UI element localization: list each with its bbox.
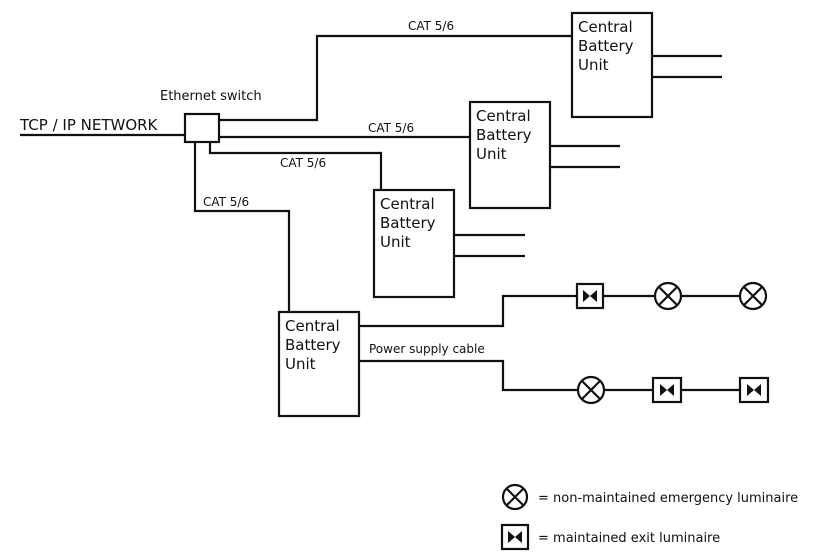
cat-cable-3 [208, 142, 383, 190]
central-battery-unit-3: Central Battery Unit [372, 188, 456, 299]
cbu-2-line-2: Battery [476, 126, 532, 144]
maintained-exit-legend-icon [500, 523, 530, 551]
switch-label: Ethernet switch [160, 89, 262, 104]
legend: = non-maintained emergency luminaire = m… [500, 483, 798, 551]
power-cable-2 [359, 359, 578, 392]
cbu-2-line-3: Unit [476, 145, 507, 163]
maintained-exit-luminaire-icon [651, 376, 683, 404]
ethernet-switch [183, 112, 221, 144]
non-maintained-legend-icon [501, 483, 529, 511]
cat-label-1: CAT 5/6 [408, 19, 454, 33]
central-battery-unit-4: Central Battery Unit [277, 310, 361, 418]
cat-label-2: CAT 5/6 [368, 121, 414, 135]
cbu-1-line-3: Unit [578, 56, 609, 74]
central-battery-unit-2: Central Battery Unit [468, 100, 552, 210]
non-maintained-luminaire-icon [738, 281, 768, 311]
central-battery-unit-1: Central Battery Unit [570, 11, 654, 119]
cat-label-3: CAT 5/6 [280, 156, 326, 170]
cat-cable-4 [193, 142, 291, 312]
cbu-4-line-3: Unit [285, 355, 316, 373]
cbu-1-line-2: Battery [578, 37, 634, 55]
network-label: TCP / IP NETWORK [19, 116, 159, 134]
maintained-exit-luminaire-icon [738, 376, 770, 404]
cbu-3-line-3: Unit [380, 233, 411, 251]
cbu-2-line-1: Central [476, 107, 531, 125]
cbu-4-line-2: Battery [285, 336, 341, 354]
cbu-3-line-2: Battery [380, 214, 436, 232]
legend-non-maintained: = non-maintained emergency luminaire [538, 491, 798, 506]
non-maintained-luminaire-icon [576, 375, 606, 405]
power-cable-label: Power supply cable [369, 342, 485, 356]
cat-label-4: CAT 5/6 [203, 195, 249, 209]
legend-maintained-exit: = maintained exit luminaire [538, 531, 720, 546]
non-maintained-luminaire-icon [653, 281, 683, 311]
power-cable-1 [359, 294, 577, 328]
cbu-4-line-1: Central [285, 317, 340, 335]
cbu-1-line-1: Central [578, 18, 633, 36]
cat-cable-1 [219, 34, 572, 122]
maintained-exit-luminaire-icon [575, 282, 605, 310]
cbu-3-line-1: Central [380, 195, 435, 213]
